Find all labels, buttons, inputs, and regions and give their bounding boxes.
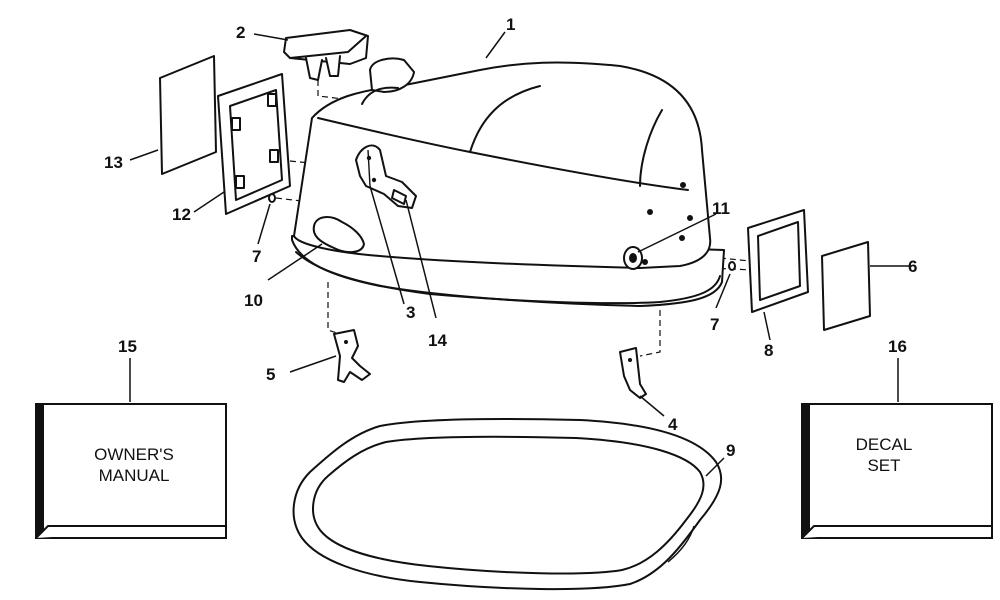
decal-set-box: DECAL SET <box>801 403 993 539</box>
decal-left <box>159 55 217 175</box>
callout-6: 6 <box>908 257 917 276</box>
latch-bracket <box>355 144 417 209</box>
motor-cover <box>291 57 725 307</box>
callout-numbers: 1 2 3 4 5 6 7 7 8 9 10 11 12 13 14 15 16 <box>104 15 917 460</box>
screw-left <box>268 193 276 203</box>
mounting-bracket-left <box>333 329 371 383</box>
callout-12: 12 <box>172 205 191 224</box>
owners-manual-box: OWNER'S MANUAL <box>35 403 227 539</box>
filler-cap <box>283 29 369 81</box>
callout-15: 15 <box>118 337 137 356</box>
callout-7-right: 7 <box>710 315 719 334</box>
mounting-bracket-right <box>619 347 647 399</box>
sound-pad <box>312 216 365 254</box>
owners-manual-line2: MANUAL <box>99 466 170 485</box>
callout-2: 2 <box>236 23 245 42</box>
decal-right <box>821 241 871 331</box>
decal-set-line2: SET <box>867 456 900 475</box>
leader-lines <box>129 31 912 477</box>
callout-9: 9 <box>726 441 735 460</box>
screw-right <box>728 261 736 271</box>
callout-5: 5 <box>266 365 275 384</box>
callout-4: 4 <box>668 415 678 434</box>
callout-11: 11 <box>712 199 730 218</box>
side-panel-left <box>217 73 291 215</box>
callout-3: 3 <box>406 303 415 322</box>
grommet <box>623 246 643 270</box>
cover-seal <box>292 417 723 591</box>
callout-16: 16 <box>888 337 907 356</box>
callout-8: 8 <box>764 341 773 360</box>
callout-10: 10 <box>244 291 263 310</box>
callout-7-left: 7 <box>252 247 261 266</box>
callout-13: 13 <box>104 153 123 172</box>
decal-set-line1: DECAL <box>856 435 913 454</box>
callout-14: 14 <box>428 331 447 350</box>
callout-1: 1 <box>506 15 515 34</box>
owners-manual-line1: OWNER'S <box>94 445 174 464</box>
side-panel-right <box>747 209 809 313</box>
